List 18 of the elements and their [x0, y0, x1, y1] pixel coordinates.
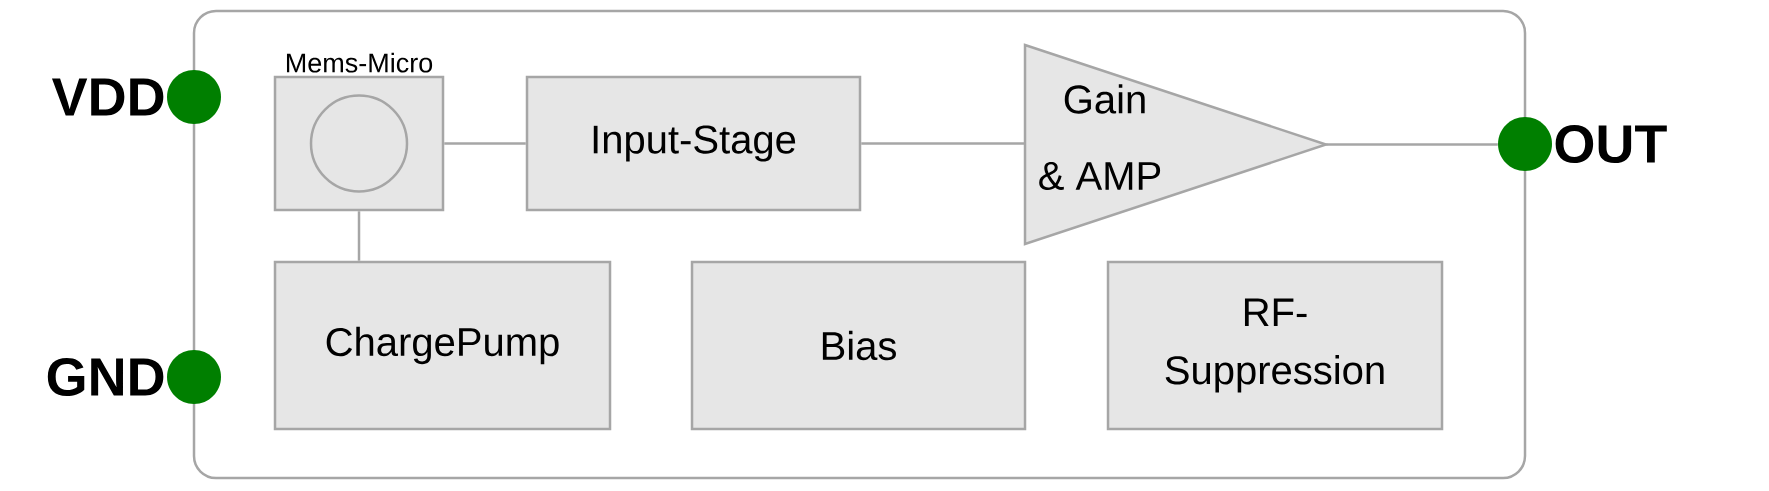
process-box: Bias [690, 260, 1027, 431]
device-outline [192, 9, 1527, 480]
amplifier-triangle: Gain & AMP [1023, 43, 1330, 246]
node-label: VDD [51, 78, 164, 116]
process-box: Input-Stage [525, 75, 862, 212]
connector-line [1326, 143, 1498, 146]
connector-line [357, 211, 361, 261]
pin-terminal: OUT [1498, 117, 1667, 171]
connector-line [861, 142, 1025, 145]
node-label: Mems-Micro [286, 52, 433, 73]
process-box: ChargePump [273, 260, 612, 431]
connector-line [444, 142, 526, 145]
pin-terminal: GND [47, 350, 221, 404]
process-box: RF-Suppression [1106, 260, 1444, 431]
node-label: OUT [1555, 124, 1667, 164]
microphone-block: Mems-Micro [273, 52, 445, 212]
node-label: GND [47, 357, 164, 397]
pin-terminal: VDD [51, 70, 221, 124]
